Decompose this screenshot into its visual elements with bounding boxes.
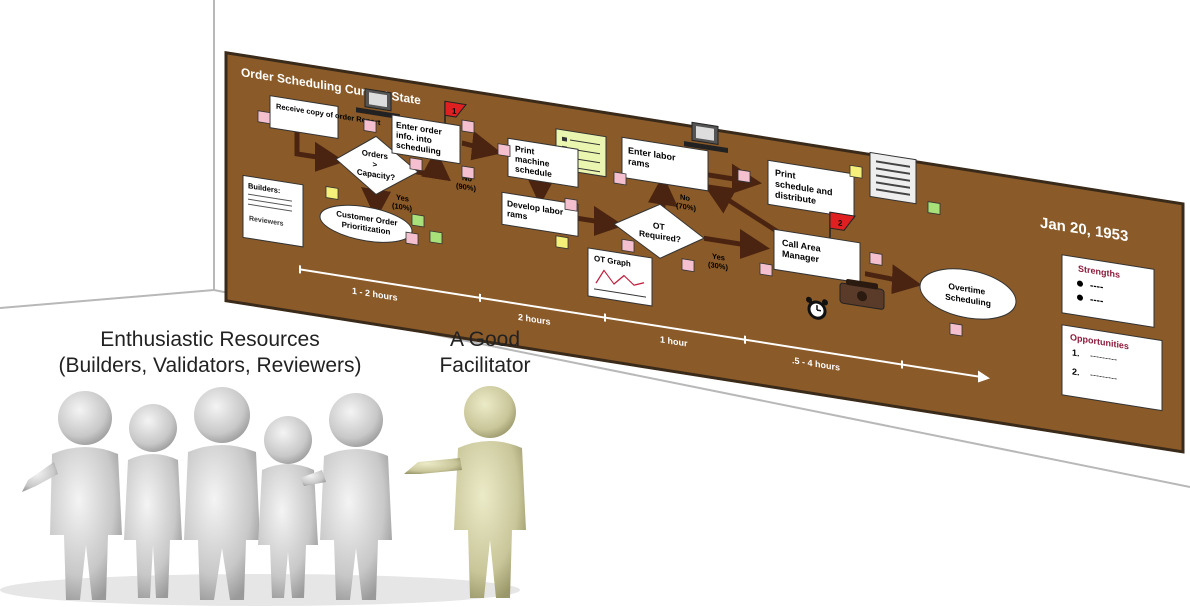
bullet-icon [1077,280,1083,287]
step-print-schedule [767,159,855,219]
builders-line [248,198,292,207]
timeline-line [300,268,990,383]
checklist-document-icon [869,151,917,205]
sticky-note [621,238,635,253]
sticky-note [409,157,423,172]
sticky-note [363,119,377,133]
sticky-note [949,322,963,337]
opportunity-dashes: --------- [1090,369,1117,383]
flag-1-number: 1 [452,106,457,116]
arrow-decision-to-enter [416,148,451,182]
sticky-note [681,258,695,273]
sticky-note [759,262,773,277]
arrow-develop-to-ot [578,205,624,236]
sticky-note [461,119,475,134]
person-figure [258,416,318,598]
sticky-note [497,143,511,158]
step-enter-labor [621,136,709,192]
computer-icon [356,88,400,120]
cloud-overtime [919,268,1017,320]
flag-icon [829,211,856,242]
sticky-note [737,169,751,183]
sticky-note [411,213,425,228]
resources-caption-line: Enthusiastic Resources [100,328,320,351]
floor-shadow [0,574,520,606]
opportunities-card [1061,324,1163,412]
strength-item: ---- [1090,294,1103,307]
decision-orders-capacity [335,135,419,196]
arrow-ot-to-callarea [704,228,770,259]
person-figure [184,387,260,600]
timeline-label: 1 hour [660,334,688,348]
resources-caption: Enthusiastic Resources (Builders, Valida… [20,327,400,379]
ot-graph-card [587,247,653,307]
floor-line-left [0,289,215,309]
sticky-note [325,186,339,200]
person-figure [22,391,122,600]
builders-card [242,174,304,248]
facilitator-figure [404,386,526,598]
label-no-70: No (70%) [676,192,696,213]
opportunity-dashes: --------- [1090,350,1117,364]
step-develop-labor [501,191,579,237]
opportunity-number: 2. [1072,366,1080,377]
strengths-card [1061,254,1155,328]
facilitator-caption-line: A Good [449,328,521,351]
label-yes-10: Yes (10%) [392,192,412,213]
arrow-callarea-to-overtime [864,264,922,294]
phone-icon [839,278,885,310]
sticky-note [927,201,941,215]
resources-caption-line: (Builders, Validators, Reviewers) [58,354,362,377]
step-receive-order [269,95,339,139]
person-figure [300,393,392,600]
ot-graph-axis [594,288,646,298]
label-no-90: No (90%) [456,172,476,193]
step-print-machine [507,137,579,188]
arrow-receive-to-decision [294,129,345,172]
cloud-customer-order [319,204,413,243]
arrow-callarea-to-enterlabor [703,183,782,236]
ot-graph-line [595,269,645,286]
opportunity-number: 1. [1072,347,1080,358]
label-yes-30: Yes (30%) [708,251,728,272]
alarm-clock-icon [806,296,828,320]
sticky-note [257,110,271,125]
computer-icon [684,121,728,154]
builders-line [248,203,292,212]
facilitator-caption-line: Facilitator [439,354,531,377]
strength-item: ---- [1090,280,1103,293]
step-call-area [773,228,861,284]
sticky-note [849,164,863,179]
sticky-note [461,165,475,180]
sticky-notes [257,110,963,337]
facilitator-caption: A Good Facilitator [415,327,555,379]
decision-ot-required [613,203,705,259]
sticky-note [405,231,419,246]
person-figure [124,404,182,598]
sticky-note [555,235,569,250]
flag-2-number: 2 [838,218,843,228]
board-transform: Order Scheduling Current State Jan 20, 1… [224,50,1185,454]
step-enter-order [391,114,461,165]
sticky-note [429,230,443,245]
sticky-note [869,251,883,266]
bullet-icon [1077,294,1083,301]
sticky-note [613,171,627,186]
sticky-note [564,197,578,212]
arrow-enter-to-print [461,130,502,161]
builders-line [248,193,292,202]
